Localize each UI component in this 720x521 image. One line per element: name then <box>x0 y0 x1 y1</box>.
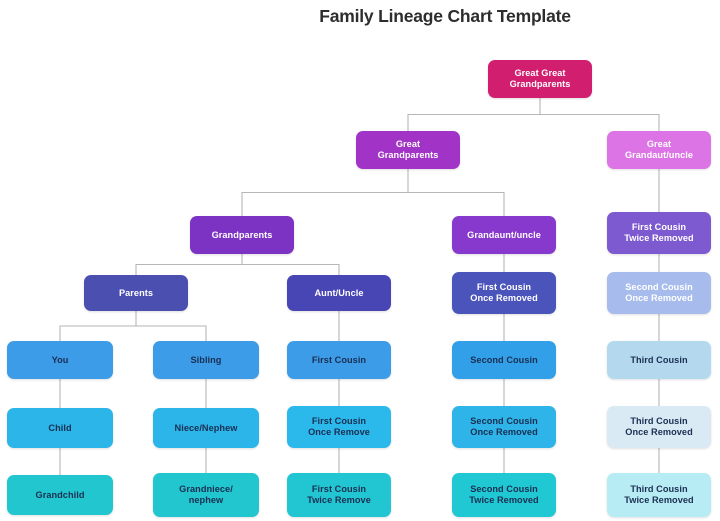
node-grandaunt-uncle[interactable]: Grandaunt/uncle <box>452 216 556 254</box>
node-aunt-uncle[interactable]: Aunt/Uncle <box>287 275 391 311</box>
node-second-cousin-twice-removed[interactable]: Second Cousin Twice Removed <box>452 473 556 517</box>
node-great-great-grandparents[interactable]: Great Great Grandparents <box>488 60 592 98</box>
node-first-cousin-once-removed[interactable]: First Cousin Once Removed <box>452 272 556 314</box>
node-parents[interactable]: Parents <box>84 275 188 311</box>
node-child[interactable]: Child <box>7 408 113 448</box>
node-first-cousin[interactable]: First Cousin <box>287 341 391 379</box>
node-grandparents[interactable]: Grandparents <box>190 216 294 254</box>
node-you[interactable]: You <box>7 341 113 379</box>
node-third-cousin[interactable]: Third Cousin <box>607 341 711 379</box>
node-great-grandaunt-uncle[interactable]: Great Grandaut/uncle <box>607 131 711 169</box>
node-sibling[interactable]: Sibling <box>153 341 259 379</box>
node-first-cousin-twice-remove[interactable]: First Cousin Twice Remove <box>287 473 391 517</box>
node-second-cousin-once-removed[interactable]: Second Cousin Once Removed <box>607 272 711 314</box>
node-niece-nephew[interactable]: Niece/Nephew <box>153 408 259 448</box>
page-title: Family Lineage Chart Template <box>319 6 571 26</box>
node-second-cousin-once-removed-2[interactable]: Second Cousin Once Removed <box>452 406 556 448</box>
node-great-grandparents[interactable]: Great Grandparents <box>356 131 460 169</box>
node-grandniece-nephew[interactable]: Grandniece/ nephew <box>153 473 259 517</box>
node-third-cousin-twice-removed[interactable]: Third Cousin Twice Removed <box>607 473 711 517</box>
node-grandchild[interactable]: Grandchild <box>7 475 113 515</box>
node-second-cousin[interactable]: Second Cousin <box>452 341 556 379</box>
node-first-cousin-once-remove[interactable]: First Cousin Once Remove <box>287 406 391 448</box>
node-first-cousin-twice-removed[interactable]: First Cousin Twice Removed <box>607 212 711 254</box>
node-third-cousin-once-removed[interactable]: Third Cousin Once Removed <box>607 406 711 448</box>
